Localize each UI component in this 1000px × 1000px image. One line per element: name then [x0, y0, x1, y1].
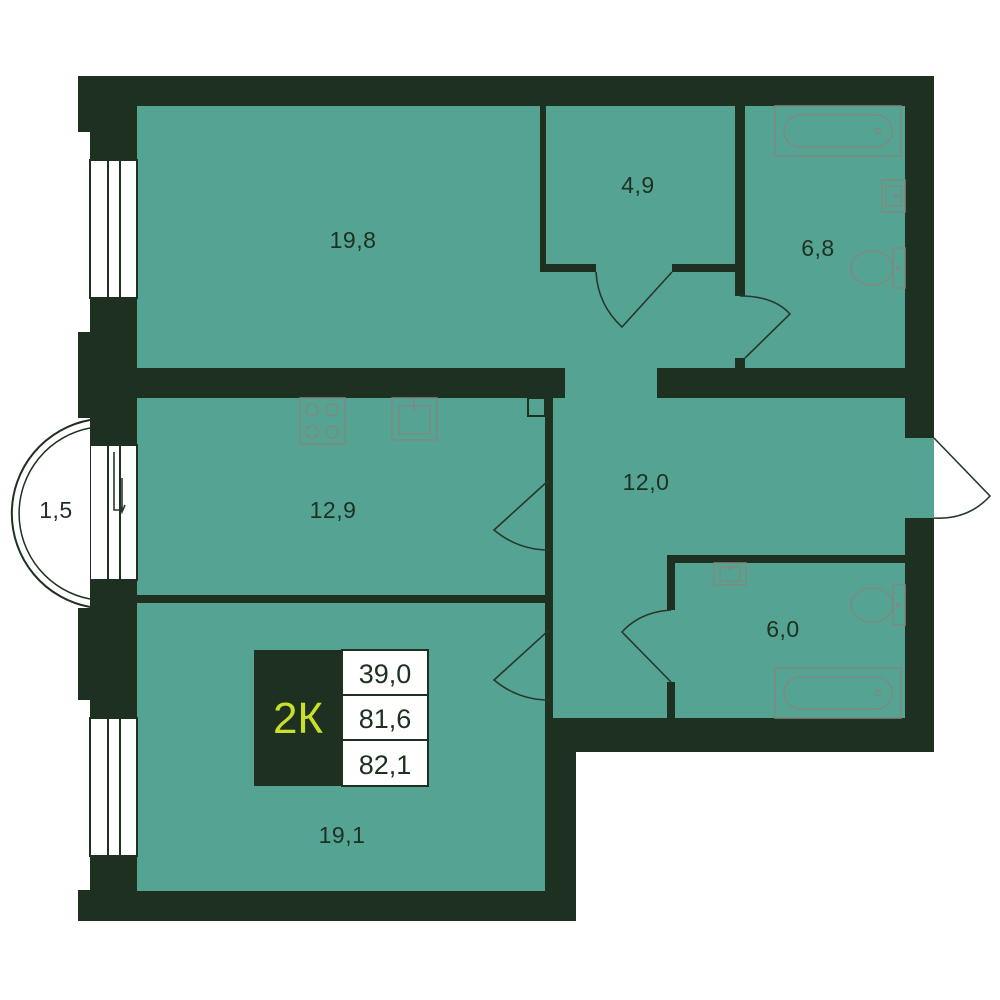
kitchen-duct [527, 397, 546, 417]
room-fills [137, 106, 934, 891]
room-area-storage: 4,9 [621, 172, 654, 198]
room-fill-kitchen [137, 398, 545, 595]
room-area-room-1: 19,8 [330, 227, 377, 253]
door-storage[interactable] [595, 271, 673, 329]
wall-hall-bottom [553, 718, 934, 752]
room-fill-entrance [900, 438, 934, 518]
badge-type-box [254, 650, 342, 786]
wall-room2-hall-lower [545, 630, 553, 891]
balcony [10, 419, 91, 608]
wall-kitchen-bath-strip [657, 368, 905, 398]
door-bathroom-2[interactable] [620, 609, 672, 683]
washbasin-icon [713, 562, 747, 586]
toilet-icon [850, 584, 906, 626]
wall-room1-kitchen [137, 368, 565, 398]
room-fill-storage [546, 106, 735, 264]
interior-walls [137, 106, 934, 891]
total-area-with-balcony-value: 82,1 [359, 750, 412, 780]
room-area-room-2: 19,1 [319, 822, 366, 848]
wall-room1-storage [540, 106, 546, 270]
door-entrance[interactable] [933, 437, 992, 519]
wall-storage-bath [735, 106, 745, 296]
bathtub-icon [774, 667, 902, 719]
room-area-hallway: 12,0 [623, 469, 670, 495]
room-fill-bathroom-1 [745, 106, 905, 368]
room-fill-hallway-top [565, 368, 657, 398]
window-room-2[interactable] [89, 717, 138, 857]
doors [492, 271, 992, 701]
room-area-bathroom-1: 6,8 [801, 235, 834, 261]
door-room-2[interactable] [492, 629, 550, 701]
room-labels: 19,8 4,9 6,8 12,9 12,0 1,5 6,0 19,1 [39, 172, 834, 848]
wall-storage-bottom-right [672, 264, 740, 272]
wall-kitchen-room2 [137, 595, 553, 603]
room-area-balcony: 1,5 [39, 497, 72, 523]
bathtub-icon [774, 105, 902, 157]
wall-bath2-top [667, 555, 905, 563]
washbasin-icon [881, 179, 906, 213]
facade-notch-bottom [78, 700, 90, 890]
apartment-type: 2К [273, 694, 323, 743]
wall-right-lower [905, 518, 934, 752]
wall-bath2-left-bottom [667, 682, 675, 718]
facade-notch-top [78, 132, 90, 332]
living-area-value: 39,0 [359, 659, 412, 689]
room-fill-room-1 [137, 106, 540, 368]
balcony-door-arrow-icon [113, 452, 126, 515]
total-area-value: 81,6 [359, 704, 412, 734]
wall-storage-bottom-left [540, 264, 596, 272]
facade [10, 132, 138, 890]
sink-icon [391, 397, 438, 441]
stove-icon [299, 397, 346, 445]
room-fill-storage-door-gap [596, 262, 672, 272]
toilet-icon [850, 247, 906, 289]
door-bathroom-1[interactable] [739, 295, 792, 359]
wall-bath1-lower [735, 358, 745, 368]
door-kitchen[interactable] [492, 479, 550, 551]
wall-kitchen-hall-lower [545, 550, 553, 603]
badge-values-box [341, 649, 429, 787]
room-area-bathroom-2: 6,0 [766, 616, 799, 642]
wall-kitchen-hall-upper [545, 398, 553, 480]
room-area-kitchen: 12,9 [310, 497, 357, 523]
area-badge: 2К 39,0 81,6 82,1 [254, 649, 429, 787]
wall-right-upper [905, 106, 934, 438]
room-fill-corridor [540, 270, 745, 368]
wall-bath2-left-top [667, 555, 675, 610]
window-room-1[interactable] [89, 159, 138, 299]
fixtures [299, 105, 906, 719]
